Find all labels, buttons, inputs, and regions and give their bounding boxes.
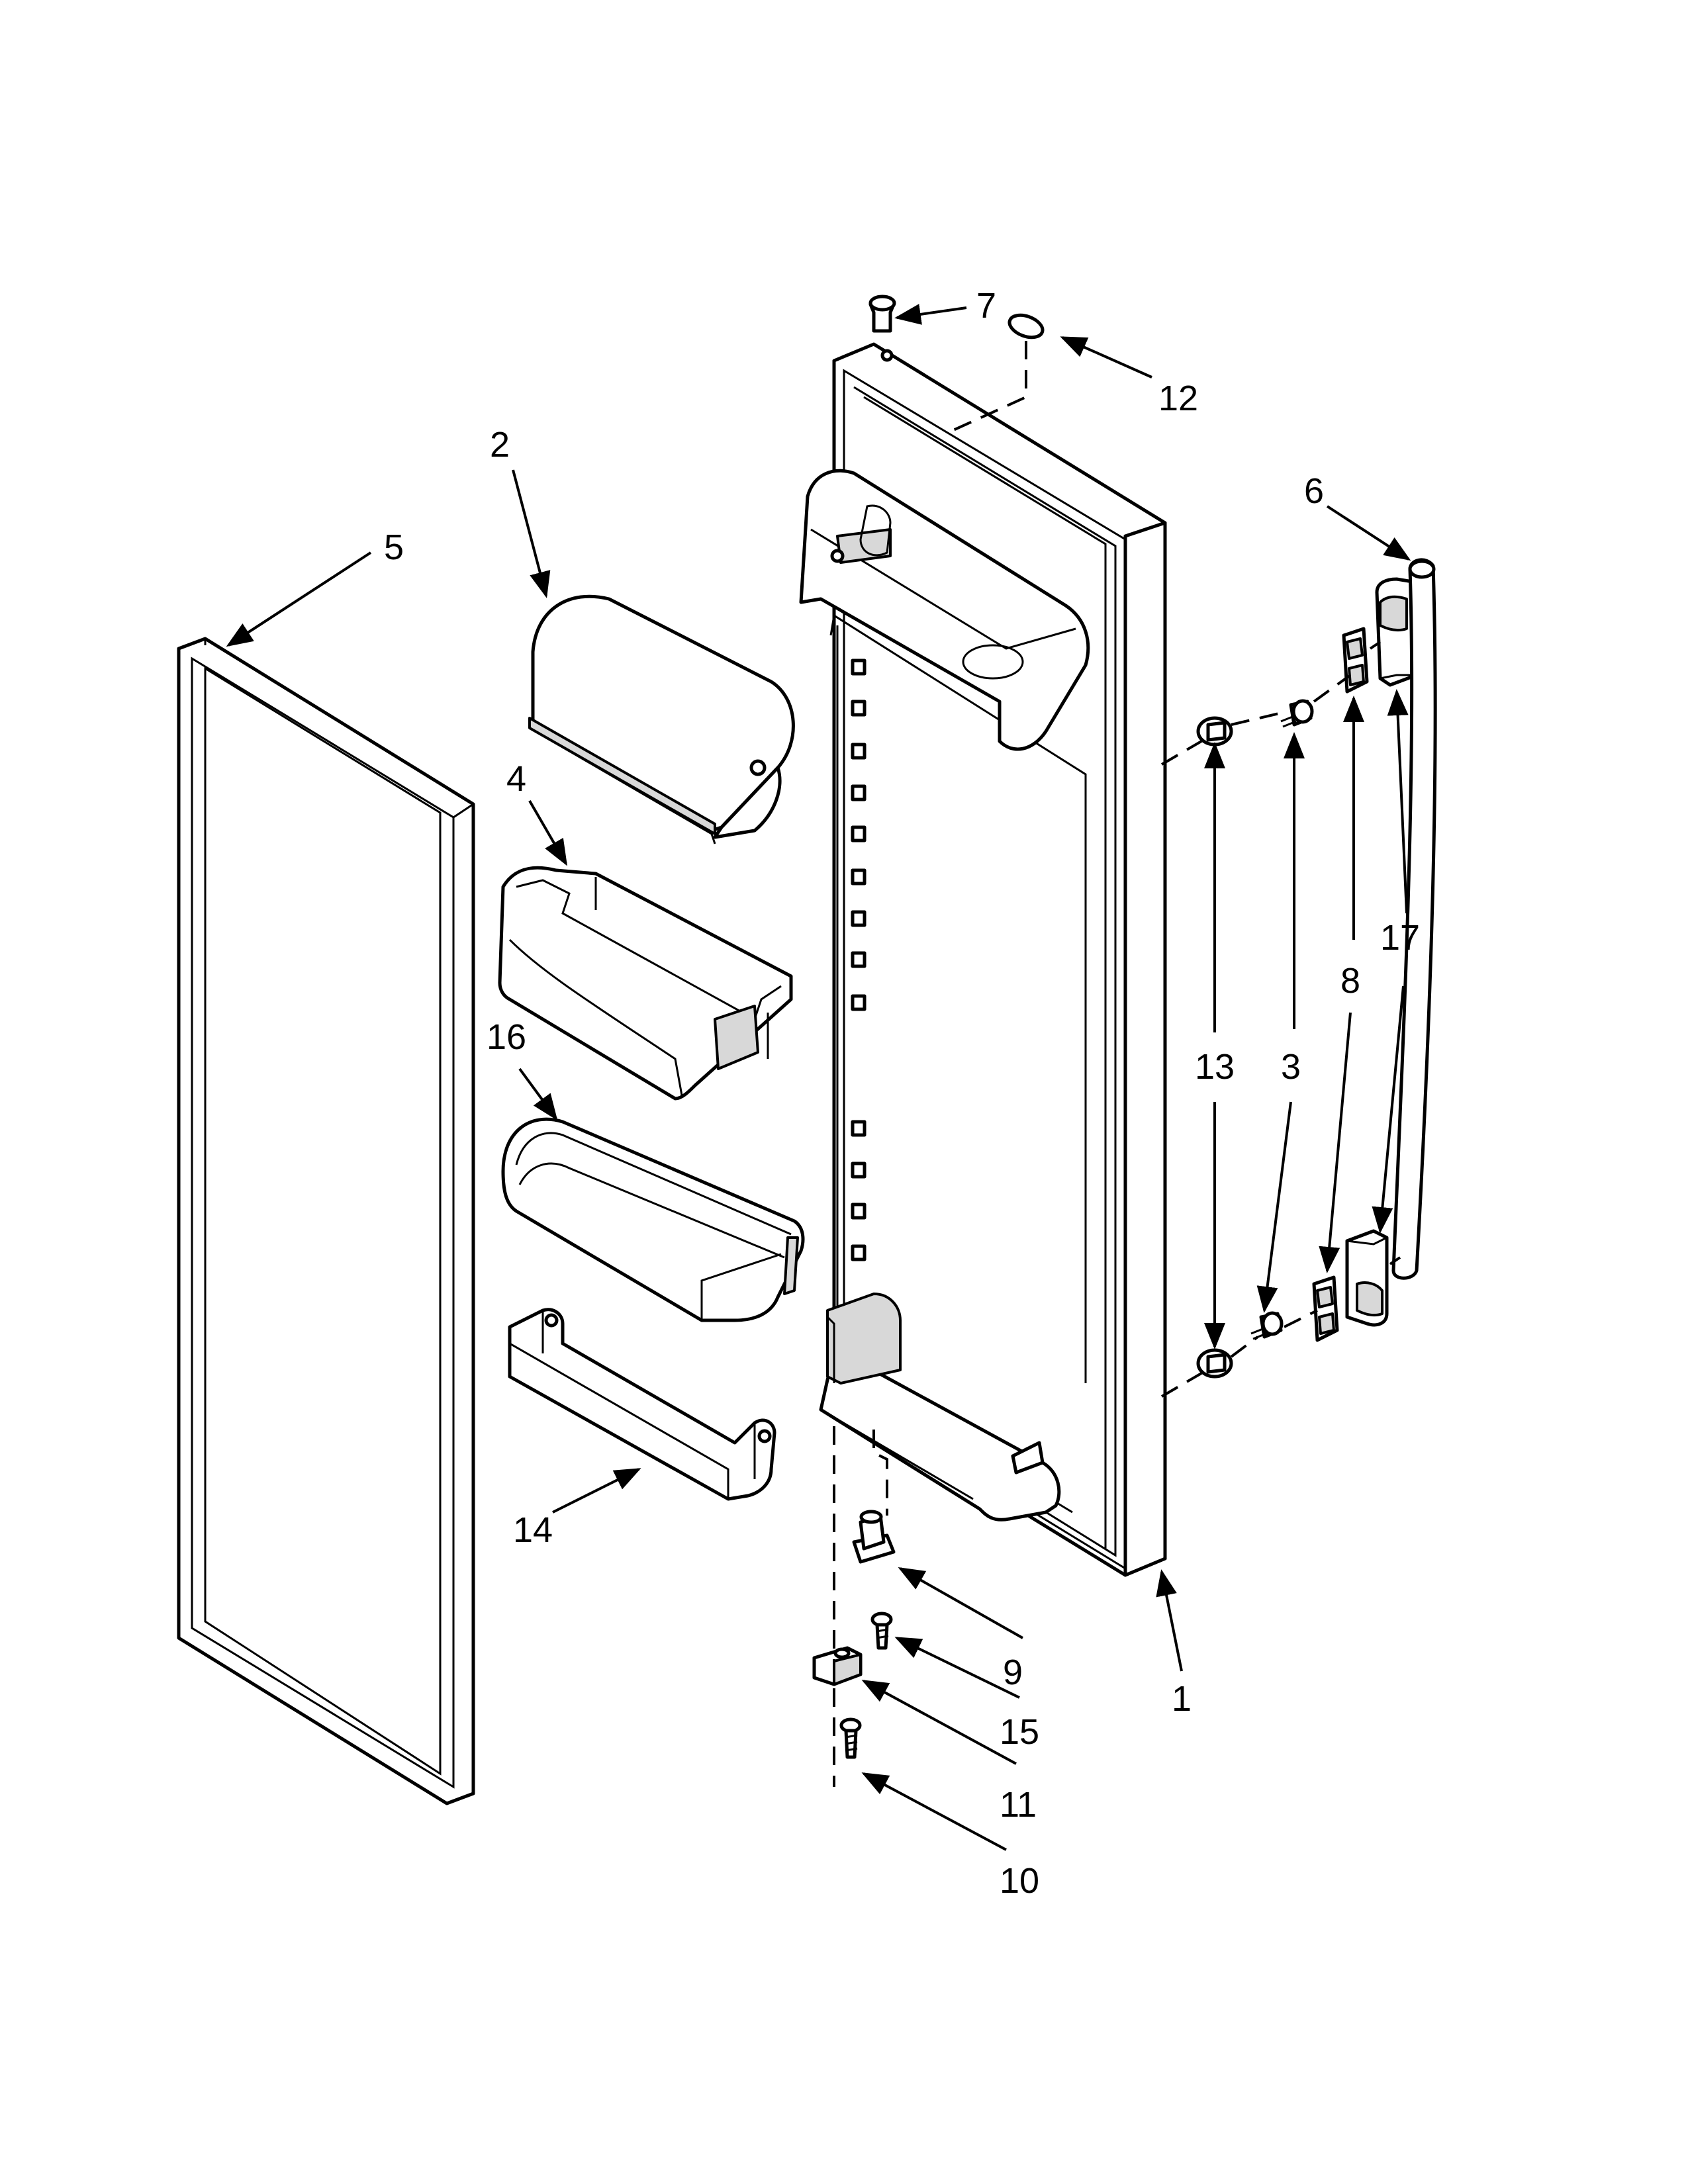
dairy-door-part-2 [528,594,795,844]
screw-part-3-top [1280,699,1314,728]
callout-4: 4 [506,759,526,799]
screw-part-10 [839,1717,862,1759]
callout-6: 6 [1304,471,1324,511]
callout-14: 14 [513,1510,553,1550]
callout-3: 3 [1281,1047,1301,1087]
door-handle-part-6 [1391,558,1437,1280]
hinge-pin-part-9 [852,1510,896,1564]
refrigerator-door-part-1 [799,342,1167,1577]
door-bin-part-14 [508,1308,776,1501]
callout-17: 17 [1380,918,1420,958]
handle-bracket-part-8-bottom [1312,1275,1339,1342]
callout-leaders [226,304,1411,1851]
handle-end-cap-part-17-top [1375,577,1419,687]
door-bin-part-16 [501,1117,805,1322]
screw-part-15 [870,1612,893,1650]
callout-labels: 1 2 3 4 5 6 7 8 9 10 11 12 13 14 15 16 1… [384,286,1420,1901]
plug-part-7 [868,295,896,333]
door-bin-part-4 [498,866,793,1101]
handle-end-cap-part-17-bottom [1345,1229,1389,1327]
callout-13: 13 [1195,1047,1235,1087]
shelf-support-nubs [851,659,867,1261]
o-ring-part-12 [1008,313,1045,340]
callout-9: 9 [1003,1653,1023,1692]
callout-8: 8 [1340,961,1360,1001]
door-gasket-part-5 [177,637,475,1805]
callout-15: 15 [1000,1712,1039,1752]
callout-2: 2 [490,425,510,465]
callout-12: 12 [1158,379,1198,418]
hinge-bracket-part-11 [812,1646,863,1686]
handle-stud-part-13-top [1196,716,1233,747]
assembly-dashed-lines [833,341,1401,1787]
handle-bracket-part-8-top [1342,627,1369,694]
callout-10: 10 [1000,1861,1039,1901]
screw-part-3-bottom [1250,1311,1284,1340]
callout-5: 5 [384,527,404,567]
callout-11: 11 [1000,1785,1037,1825]
handle-stud-part-13-bottom [1196,1348,1233,1379]
callout-16: 16 [487,1017,526,1057]
callout-7: 7 [976,286,996,326]
callout-1: 1 [1172,1679,1192,1719]
